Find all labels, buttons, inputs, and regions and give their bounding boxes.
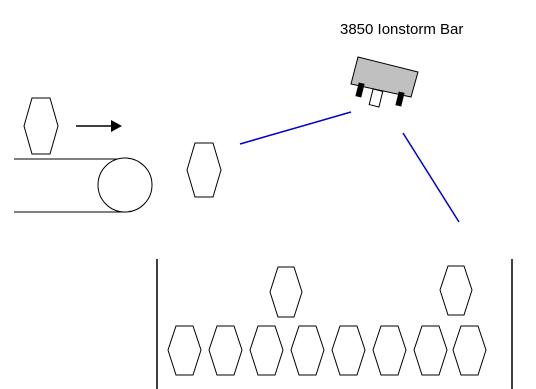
part-hexagon bbox=[413, 325, 448, 376]
conveyor-belt bbox=[14, 157, 153, 213]
ion-beam-left bbox=[239, 111, 352, 145]
part-hexagon bbox=[439, 265, 473, 316]
part-hexagon bbox=[269, 266, 303, 318]
part-hexagon bbox=[452, 325, 487, 376]
part-hexagon bbox=[372, 325, 407, 376]
part-hexagon bbox=[331, 325, 366, 376]
part-hexagon bbox=[208, 325, 243, 376]
part-hexagon bbox=[23, 97, 59, 155]
part-hexagon bbox=[186, 142, 222, 198]
part-hexagon bbox=[249, 325, 284, 376]
ionizer-bar-icon bbox=[350, 56, 419, 108]
device-label: 3850 Ionstorm Bar bbox=[340, 21, 463, 38]
direction-arrow bbox=[76, 120, 122, 132]
ion-beam-right bbox=[402, 132, 460, 223]
part-hexagon bbox=[290, 325, 325, 376]
part-hexagon bbox=[167, 325, 202, 376]
